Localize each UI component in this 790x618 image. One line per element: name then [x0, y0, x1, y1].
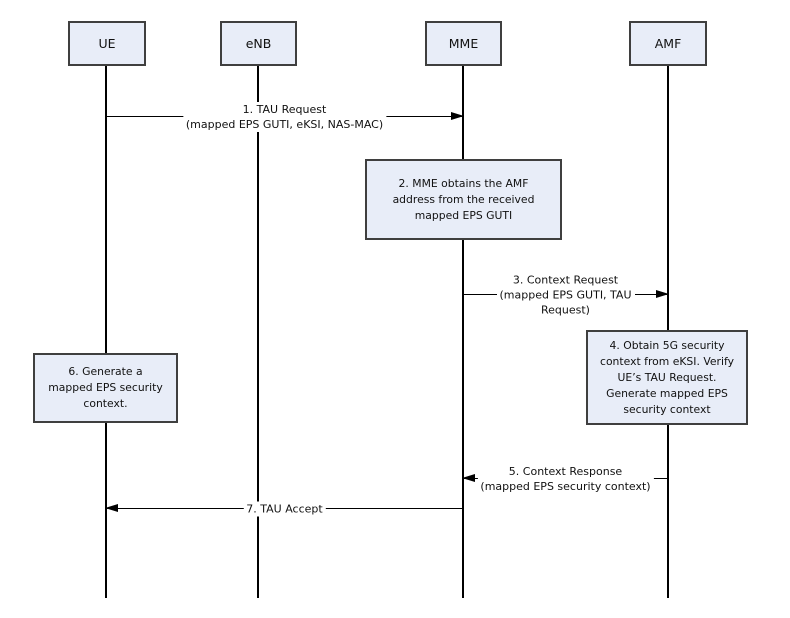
message-7-tau-accept: 7. TAU Accept [105, 501, 463, 517]
lifeline-enb [257, 66, 259, 598]
message-3-context-request: 3. Context Request (mapped EPS GUTI, TAU… [463, 272, 669, 318]
actor-mme: MME [425, 21, 502, 66]
process-box-2-mme-obtains-amf-address: 2. MME obtains the AMF address from the … [365, 159, 562, 240]
message-1-label: 1. TAU Request (mapped EPS GUTI, eKSI, N… [182, 102, 387, 132]
arrowhead-left-icon [462, 473, 475, 482]
process-box-6-text: 6. Generate a mapped EPS security contex… [48, 365, 163, 410]
message-1-tau-request: 1. TAU Request (mapped EPS GUTI, eKSI, N… [106, 102, 464, 132]
actor-ue: UE [68, 21, 146, 66]
message-5-label: 5. Context Response (mapped EPS security… [477, 464, 654, 494]
process-box-4-obtain-5g-security-context: 4. Obtain 5G security context from eKSI.… [586, 330, 748, 425]
message-7-label: 7. TAU Accept [243, 501, 326, 517]
lifeline-mme [462, 66, 464, 598]
arrowhead-right-icon [656, 289, 669, 298]
actor-enb-label: eNB [245, 36, 272, 51]
actor-amf-label: AMF [654, 36, 682, 51]
arrowhead-right-icon [451, 111, 464, 120]
arrowhead-left-icon [105, 503, 118, 512]
process-box-2-text: 2. MME obtains the AMF address from the … [392, 176, 535, 222]
process-box-4-text: 4. Obtain 5G security context from eKSI.… [600, 338, 734, 416]
actor-mme-label: MME [448, 36, 479, 51]
actor-ue-label: UE [98, 36, 116, 51]
message-5-context-response: 5. Context Response (mapped EPS security… [462, 464, 668, 494]
process-box-6-generate-mapped-eps-context: 6. Generate a mapped EPS security contex… [33, 353, 178, 423]
actor-enb: eNB [220, 21, 297, 66]
lifeline-ue [105, 66, 107, 598]
message-3-label: 3. Context Request (mapped EPS GUTI, TAU… [496, 272, 635, 318]
actor-amf: AMF [629, 21, 707, 66]
